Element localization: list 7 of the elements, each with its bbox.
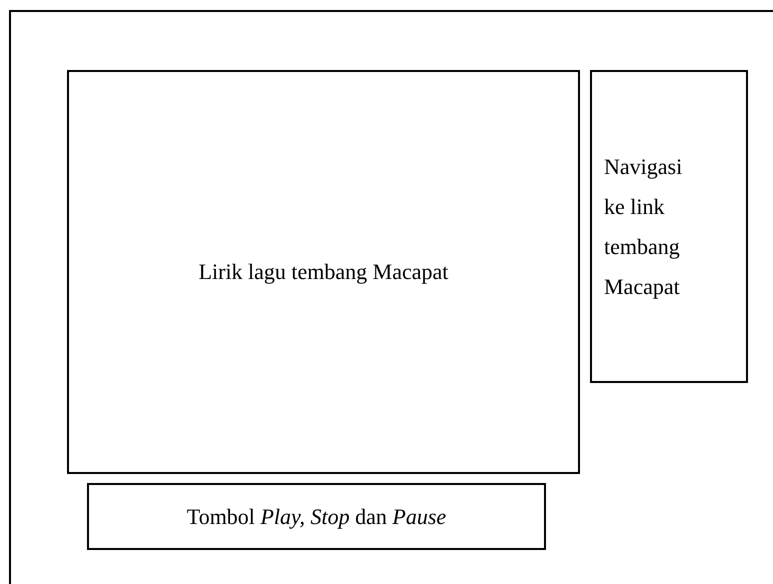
box-label: Navigasi ke link tembang Macapat — [604, 152, 684, 301]
content-box — [67, 70, 580, 474]
frame-box — [9, 10, 773, 584]
content-box — [590, 70, 748, 383]
content-box — [87, 483, 546, 550]
box-label: Lirik lagu tembang Macapat — [198, 259, 448, 285]
box-label: Tombol Play, Stop dan Pause — [186, 504, 446, 530]
